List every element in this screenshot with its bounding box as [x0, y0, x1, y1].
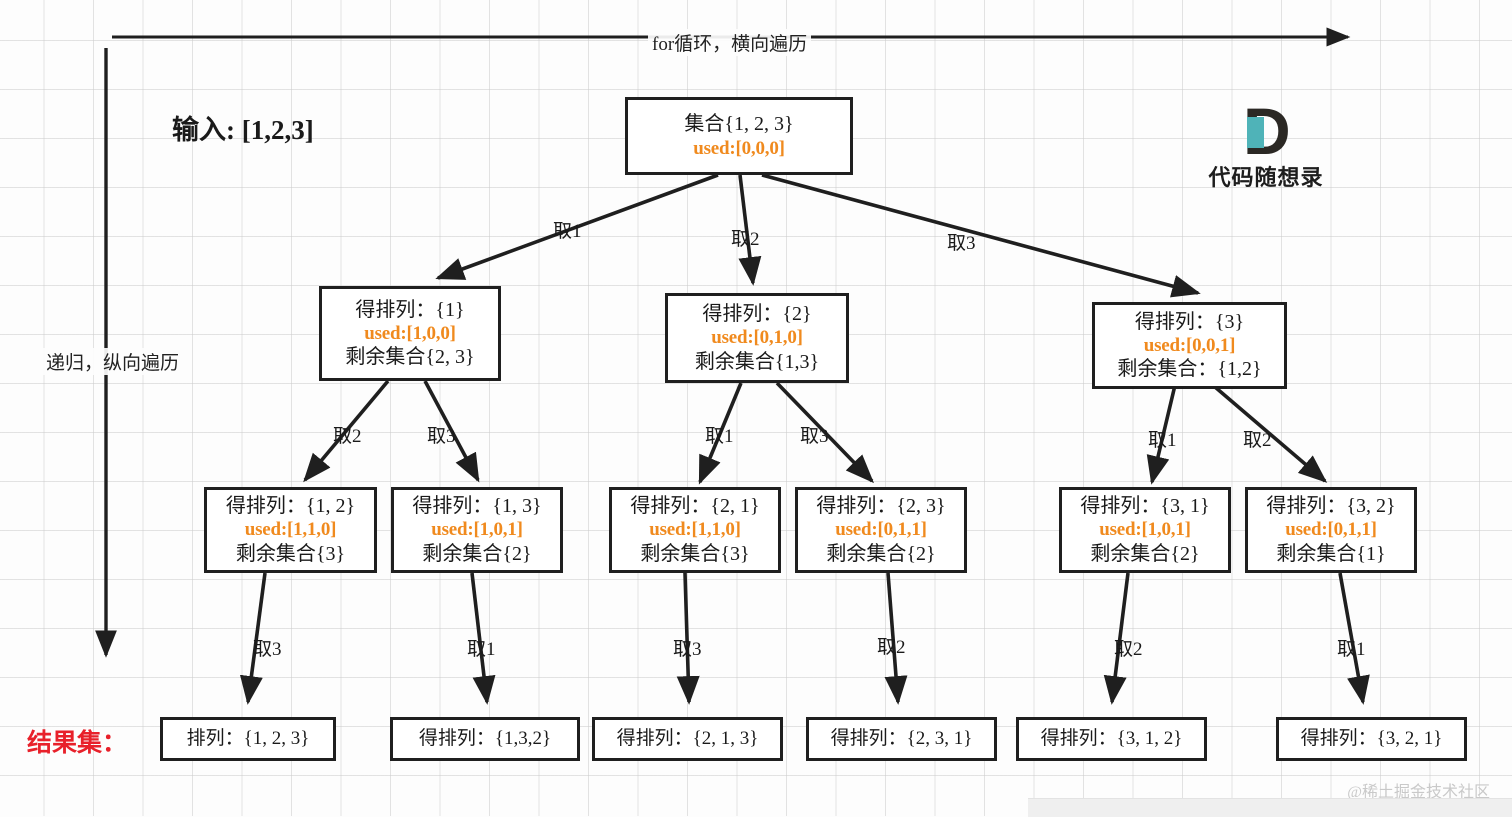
leaf-3: 得排列：{2, 3, 1}: [806, 717, 997, 761]
node-root-used: used:[0,0,0]: [693, 137, 785, 159]
node-l1-0-line1: 得排列：{1}: [355, 298, 465, 321]
node-l2-2-used: used:[1,1,0]: [649, 519, 741, 541]
leaf-4-text: 得排列：{3, 1, 2}: [1040, 728, 1183, 750]
input-label: 输入: [1,2,3]: [172, 115, 314, 145]
node-l2-0-line1: 得排列：{1, 2}: [225, 495, 356, 518]
node-l1-1: 得排列：{2} used:[0,1,0] 剩余集合{1,3}: [665, 293, 849, 383]
node-root: 集合{1, 2, 3} used:[0,0,0]: [625, 97, 853, 175]
node-l2-1-used: used:[1,0,1]: [431, 519, 523, 541]
node-l2-2: 得排列：{2, 1} used:[1,1,0] 剩余集合{3}: [609, 487, 781, 573]
node-l2-0-used: used:[1,1,0]: [244, 519, 337, 541]
edge-label-l2-5: 取2: [1243, 430, 1272, 451]
logo-d-icon: D: [1243, 94, 1291, 168]
leaf-3-text: 得排列：{2, 3, 1}: [830, 728, 973, 750]
leaf-1-text: 得排列：{1,3,2}: [418, 728, 552, 750]
edge-label-l2-4: 取1: [1148, 430, 1177, 451]
edge-label-l3-5: 取1: [1337, 639, 1366, 660]
leaf-2: 得排列：{2, 1, 3}: [592, 717, 783, 761]
node-l2-2-line1: 得排列：{2, 1}: [630, 495, 760, 518]
edge-label-l1-2: 取3: [947, 233, 976, 254]
node-l2-5-line3: 剩余集合{1}: [1276, 542, 1386, 565]
node-l2-4-line1: 得排列：{3, 1}: [1080, 495, 1210, 518]
node-l1-2-line1: 得排列：{3}: [1134, 310, 1245, 333]
edge-label-l3-2: 取3: [673, 639, 702, 660]
node-l2-5: 得排列：{3, 2} used:[0,1,1] 剩余集合{1}: [1245, 487, 1417, 573]
edge-label-l1-1: 取2: [731, 229, 760, 250]
node-l1-0: 得排列：{1} used:[1,0,0] 剩余集合{2, 3}: [319, 286, 501, 381]
node-l2-3-line3: 剩余集合{2}: [826, 542, 936, 565]
axis-label-vertical: 递归，纵向遍历: [42, 348, 184, 375]
node-l1-0-line3: 剩余集合{2, 3}: [345, 346, 475, 369]
logo-teal-bar: [1247, 117, 1264, 148]
leaf-2-text: 得排列：{2, 1, 3}: [616, 728, 759, 750]
node-l2-3-used: used:[0,1,1]: [835, 519, 927, 541]
edge-label-l2-2: 取1: [705, 426, 734, 447]
edge-label-l3-0: 取3: [253, 639, 282, 660]
node-l1-1-used: used:[0,1,0]: [711, 327, 803, 349]
leaf-1: 得排列：{1,3,2}: [390, 717, 580, 761]
node-l2-1-line3: 剩余集合{2}: [422, 542, 532, 565]
logo-text: 代码随想录: [1208, 165, 1324, 191]
watermark: @稀土掘金技术社区: [1347, 784, 1490, 801]
leaf-0: 排列：{1, 2, 3}: [160, 717, 336, 761]
node-l2-1: 得排列：{1, 3} used:[1,0,1] 剩余集合{2}: [391, 487, 563, 573]
edge-label-l3-4: 取2: [1114, 639, 1143, 660]
edge-label-l3-3: 取2: [877, 637, 906, 658]
node-l2-0-line3: 剩余集合{3}: [235, 542, 346, 565]
leaf-4: 得排列：{3, 1, 2}: [1016, 717, 1207, 761]
node-l2-5-line1: 得排列：{3, 2}: [1266, 495, 1396, 518]
result-set-label: 结果集：: [27, 730, 128, 757]
node-l2-3: 得排列：{2, 3} used:[0,1,1] 剩余集合{2}: [795, 487, 967, 573]
node-l1-2: 得排列：{3} used:[0,0,1] 剩余集合：{1,2}: [1092, 302, 1287, 389]
node-l2-4: 得排列：{3, 1} used:[1,0,1] 剩余集合{2}: [1059, 487, 1231, 573]
leaf-5-text: 得排列：{3, 2, 1}: [1300, 728, 1443, 750]
bottom-strip: [1028, 798, 1512, 817]
node-root-line1: 集合{1, 2, 3}: [684, 113, 794, 136]
edge-label-l1-0: 取1: [553, 221, 582, 242]
node-l1-2-line3: 剩余集合：{1,2}: [1117, 358, 1262, 381]
node-l1-1-line3: 剩余集合{1,3}: [694, 350, 820, 373]
edge-label-l2-3: 取3: [800, 426, 829, 447]
brand-logo: D 代码随想录: [1196, 94, 1336, 194]
node-l2-2-line3: 剩余集合{3}: [640, 542, 750, 565]
node-l1-1-line1: 得排列：{2}: [702, 303, 812, 326]
leaf-5: 得排列：{3, 2, 1}: [1276, 717, 1467, 761]
node-l2-3-line1: 得排列：{2, 3}: [816, 495, 946, 518]
edge-label-l2-1: 取3: [427, 426, 456, 447]
node-l2-4-used: used:[1,0,1]: [1099, 519, 1191, 541]
edge-label-l2-0: 取2: [333, 426, 362, 447]
node-l2-5-used: used:[0,1,1]: [1285, 519, 1377, 541]
edge-label-l3-1: 取1: [467, 639, 496, 660]
axis-label-horizontal: for循环，横向遍历: [648, 29, 812, 56]
node-l1-2-used: used:[0,0,1]: [1143, 334, 1236, 356]
leaf-0-text: 排列：{1, 2, 3}: [186, 728, 310, 750]
node-l2-1-line1: 得排列：{1, 3}: [412, 495, 542, 518]
node-l1-0-used: used:[1,0,0]: [364, 322, 456, 344]
node-l2-4-line3: 剩余集合{2}: [1090, 542, 1200, 565]
node-l2-0: 得排列：{1, 2} used:[1,1,0] 剩余集合{3}: [204, 487, 377, 573]
